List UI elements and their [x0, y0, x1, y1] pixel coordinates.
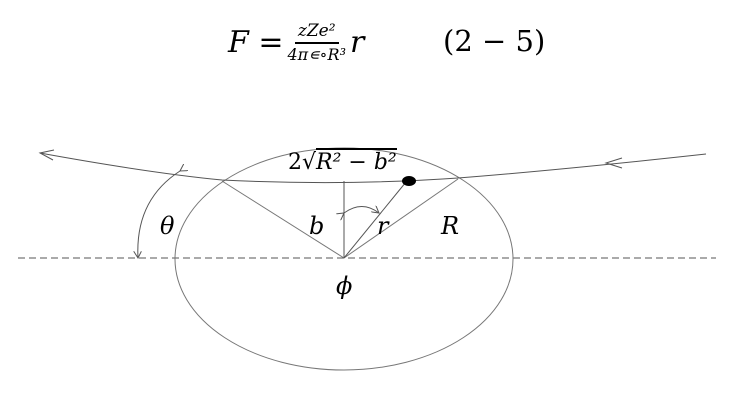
b-label: b: [309, 212, 325, 240]
r-label: r: [377, 212, 389, 240]
radius-left-line: [221, 180, 345, 259]
position-r-line: [343, 181, 407, 259]
theta-label: θ: [160, 212, 175, 240]
incoming-arrow-icon: [604, 157, 623, 169]
formula-fraction: zZe² 4π∊∘R³: [288, 21, 346, 64]
radius-R-line: [343, 178, 459, 259]
outgoing-arrow-icon: [38, 149, 55, 161]
chord-radicand: R² − b²: [316, 148, 397, 175]
chord-prefix: 2√: [288, 150, 317, 175]
angle-phi-arc: [344, 207, 379, 214]
chord-length-label: 2√R² − b²: [288, 148, 397, 175]
angle-theta-arc: [138, 171, 180, 258]
formula-trailing: r: [349, 24, 365, 60]
particle-dot: [402, 176, 416, 186]
phi-label: ϕ: [336, 272, 353, 300]
R-label: R: [441, 212, 460, 240]
force-formula: F = zZe² 4π∊∘R³ r: [228, 14, 364, 70]
formula-denominator: 4π∊∘R³: [287, 44, 346, 64]
formula-numerator: zZe²: [294, 21, 339, 44]
formula-lhs: F =: [228, 24, 284, 60]
equation-number: (2 − 5): [443, 24, 546, 58]
